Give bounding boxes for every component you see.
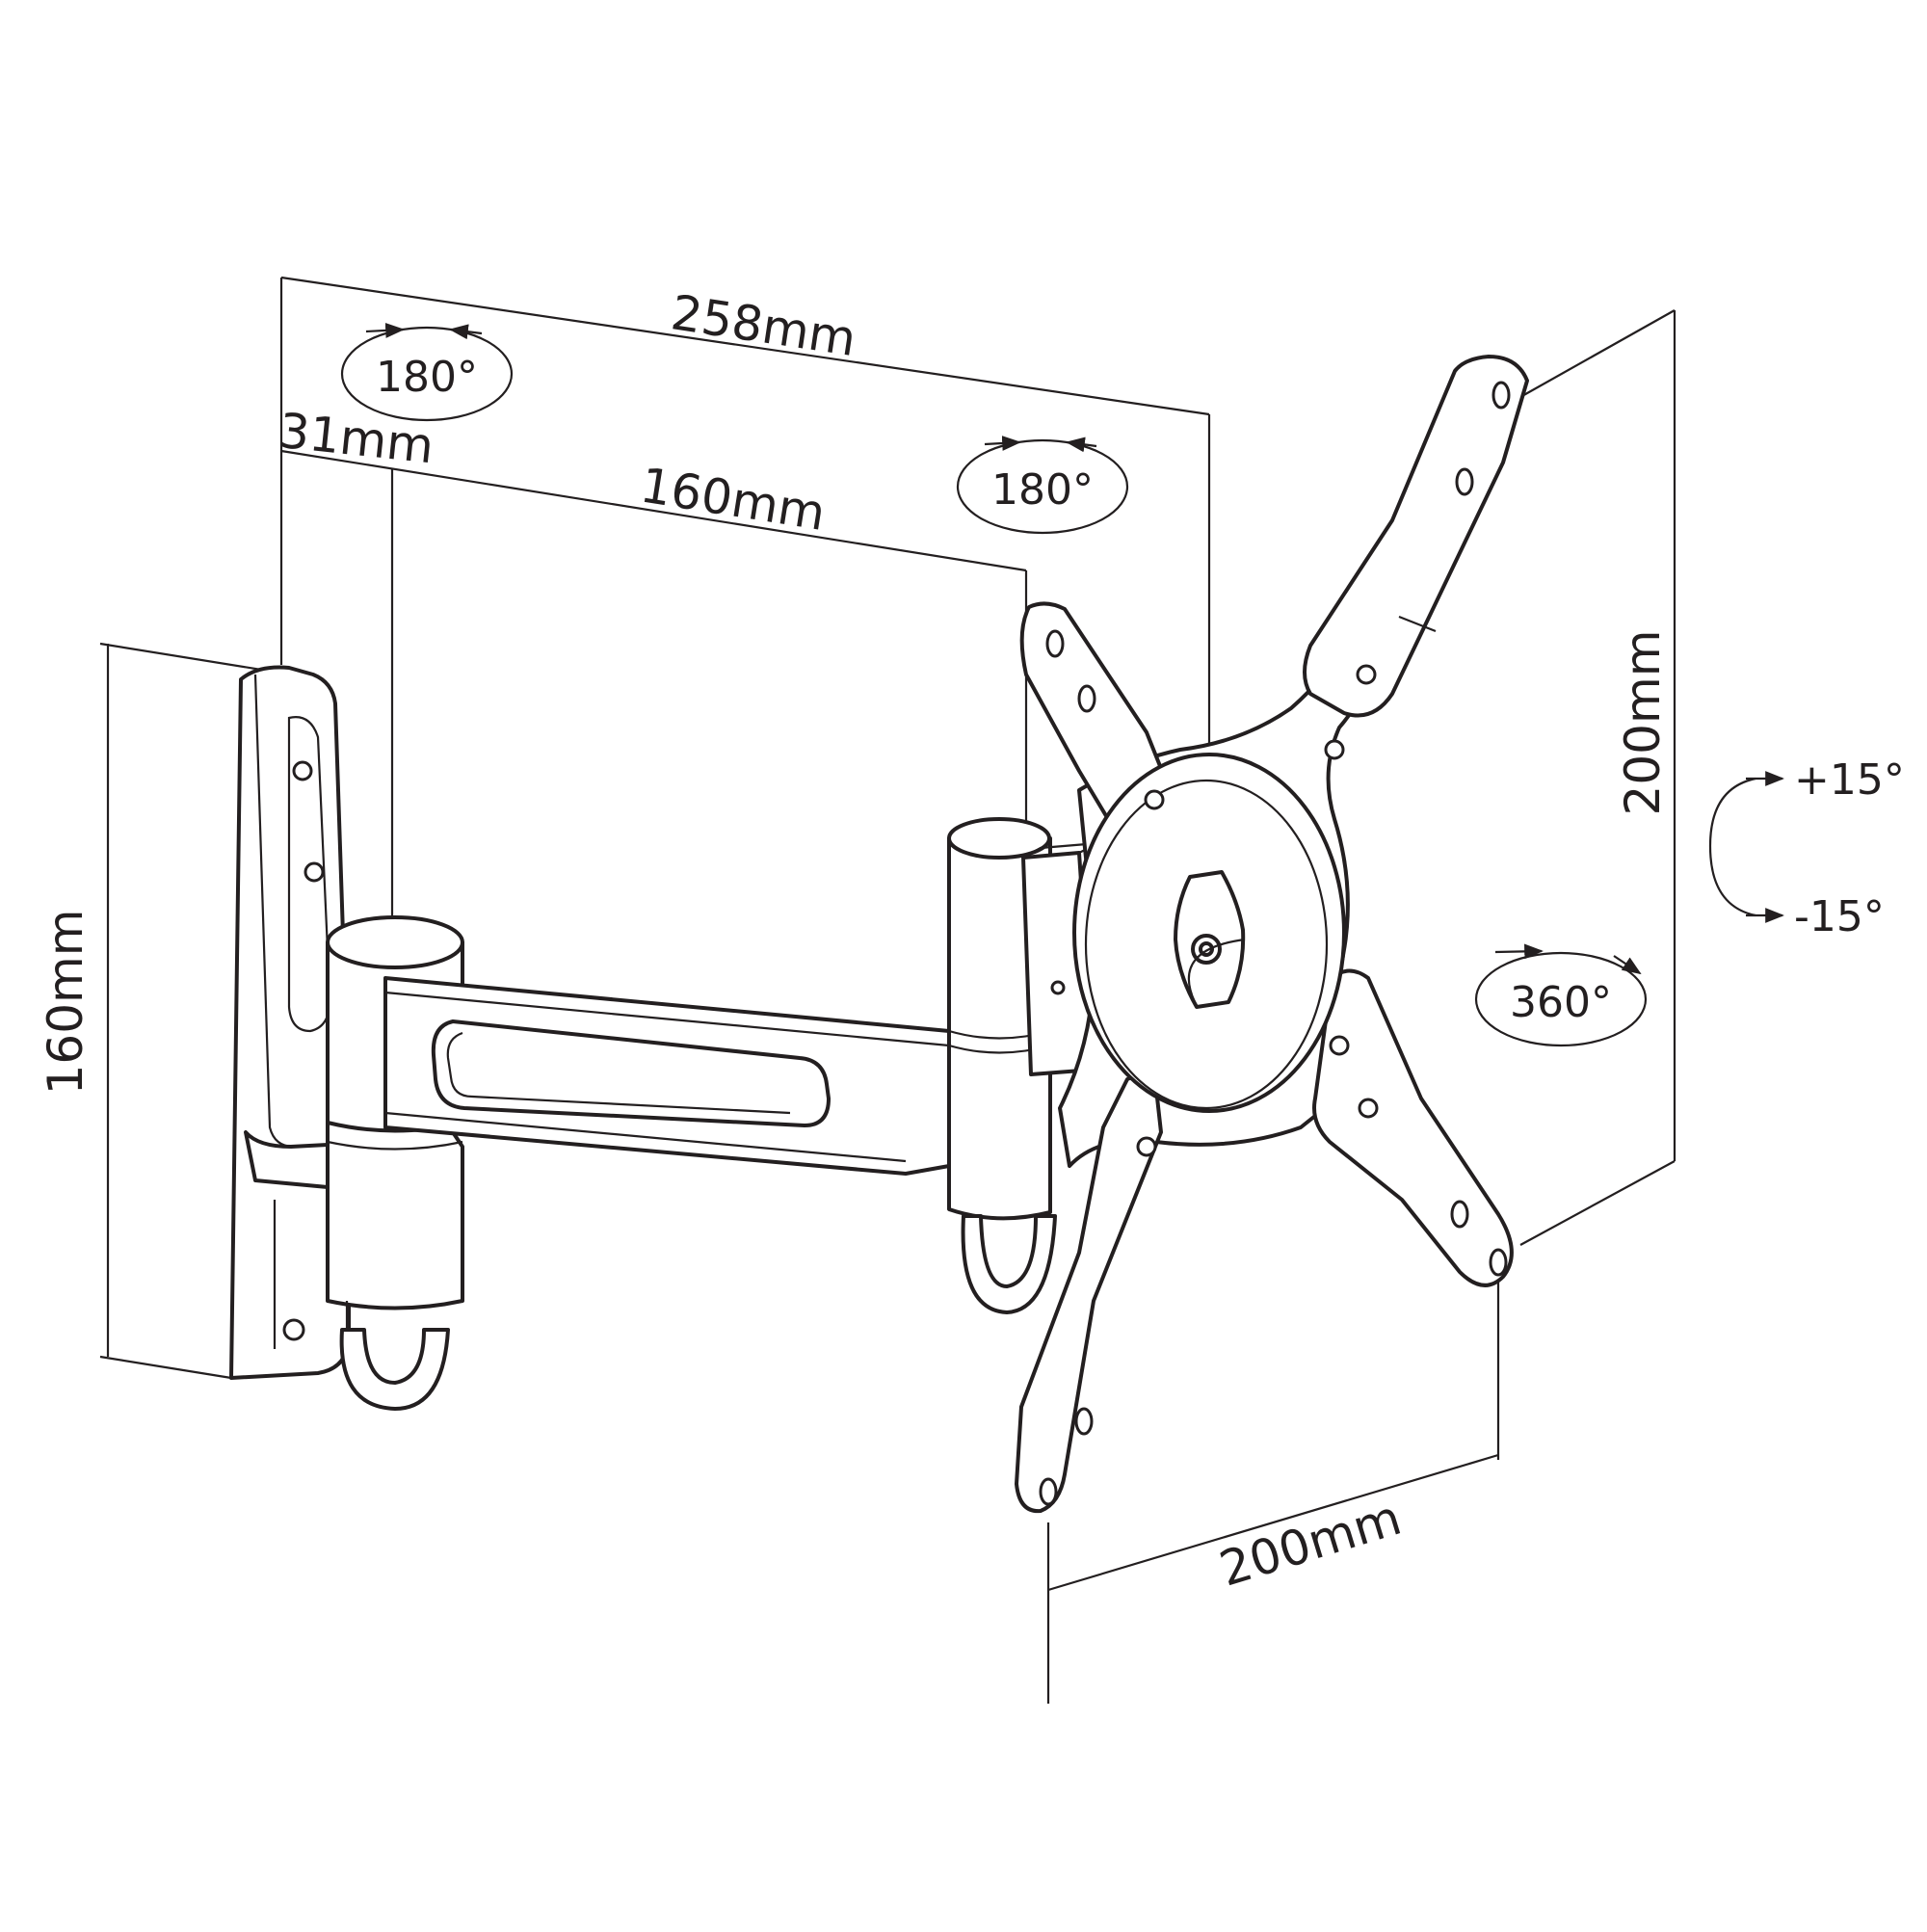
label-wall-swivel: 180° [376, 353, 478, 402]
label-plate-rotation: 360° [1510, 978, 1612, 1027]
vesa-hole-13 [1074, 1407, 1094, 1436]
dim-160-line [280, 449, 1027, 572]
vesa-hole-12 [1136, 1136, 1157, 1157]
wall-plate-hole-middle [304, 861, 325, 883]
vesa-hole-7 [1450, 1200, 1469, 1229]
label-vesa-width: 200mm [1213, 1490, 1407, 1598]
arm-swivel-ellipse [956, 438, 1129, 535]
label-tilt-up: +15° [1794, 755, 1905, 805]
vesa-hole-2 [1455, 467, 1474, 496]
wall-swivel-arrow-left [365, 323, 405, 338]
dim-258-line [280, 276, 1210, 416]
label-arm-length: 160mm [637, 457, 830, 541]
vesa-hole-14 [1039, 1477, 1058, 1506]
plate-rotation-ellipse [1474, 951, 1648, 1047]
wall-swivel-arrow-right [449, 324, 483, 340]
plate-rotation-leader [1187, 938, 1246, 1003]
wall-plate-hole-top [292, 760, 313, 781]
label-wall-offset: 31mm [277, 403, 436, 475]
plate-rotation-arrow-right [1613, 955, 1642, 975]
vesa-hole-11 [1144, 789, 1165, 810]
label-overall-width: 258mm [668, 284, 859, 367]
vesa-hole-1 [1491, 381, 1511, 410]
arm-swivel-arrow-right [1066, 437, 1097, 453]
wall-swivel-ellipse [340, 326, 514, 422]
label-vesa-height: 200mm [1615, 630, 1671, 816]
arm-pivot [947, 817, 1099, 1314]
plate-rotation-arrow-left [1494, 943, 1544, 960]
wall-plate-hole-bottom [282, 1318, 305, 1341]
vesa-plate [1015, 355, 1529, 1514]
vesa-hole-5 [1329, 1035, 1350, 1056]
vesa-hole-3 [1356, 664, 1377, 685]
rotation-indicators [340, 323, 1784, 1047]
dim-vesa-height-ext-bottom [1519, 1160, 1676, 1246]
vesa-hole-8 [1489, 1248, 1508, 1277]
label-arm-swivel: 180° [991, 465, 1094, 515]
dim-plate-height-ext-top [99, 642, 280, 675]
tilt-arc [1708, 777, 1756, 917]
dim-vesa-width-line [1047, 1453, 1499, 1592]
label-tilt-down: -15° [1794, 892, 1885, 941]
swing-arm [383, 976, 951, 1176]
vesa-hole-6 [1358, 1098, 1379, 1119]
arm-swivel-arrow-left [984, 436, 1021, 451]
vesa-hole-9 [1045, 629, 1065, 658]
vesa-hole-10 [1077, 684, 1096, 713]
dim-vesa-height-ext-top [1519, 309, 1676, 398]
vesa-hole-4 [1324, 739, 1345, 760]
label-wall-plate-height: 160mm [38, 910, 93, 1096]
dim-plate-height-ext-bottom [99, 1355, 232, 1380]
